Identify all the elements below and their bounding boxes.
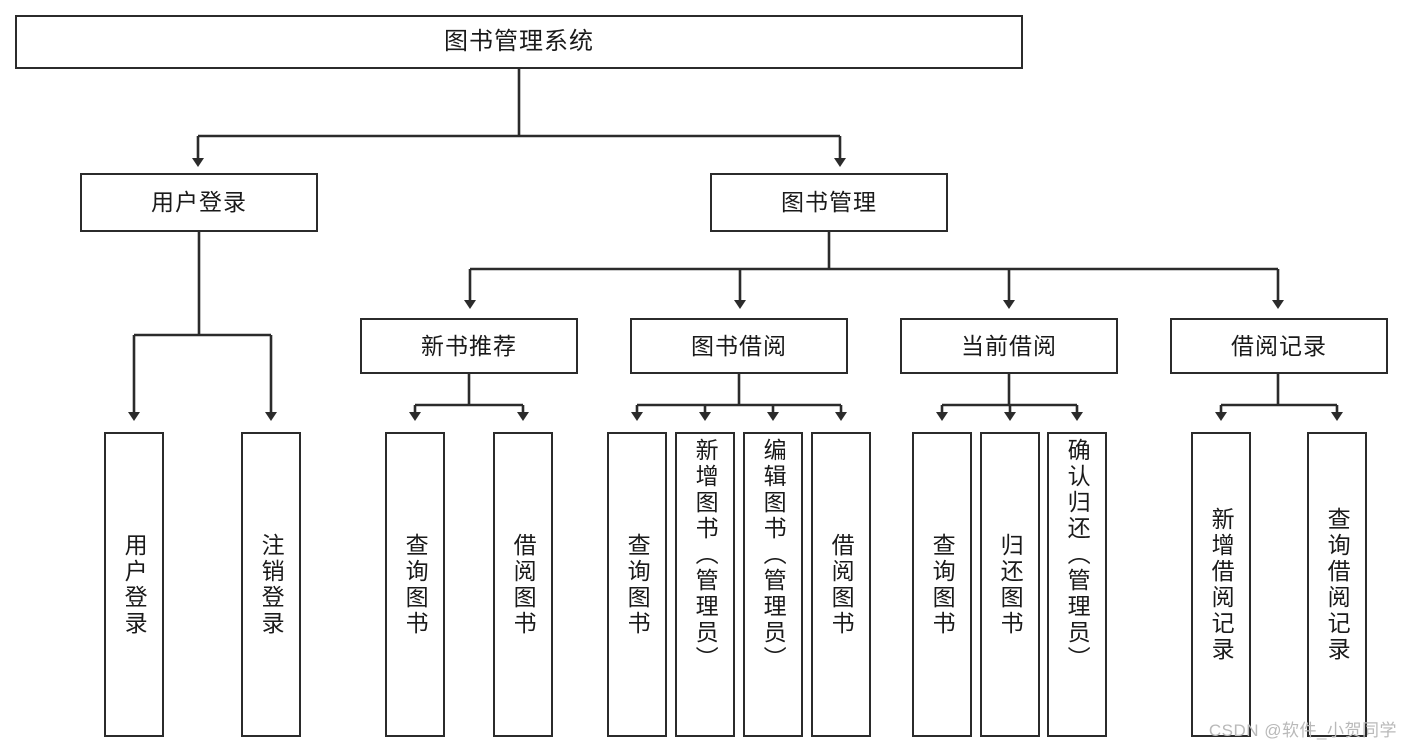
node-label: 借阅图书 (510, 532, 537, 637)
node-label: 图书管理系统 (444, 28, 594, 56)
node-borrow-record[interactable]: 借阅记录 (1170, 318, 1388, 374)
node-new-book-recommend[interactable]: 新书推荐 (360, 318, 578, 374)
node-book-management[interactable]: 图书管理 (710, 173, 948, 232)
node-label: 当前借阅 (961, 332, 1057, 359)
leaf-currentborrow-confirm-return-admin[interactable]: 确认归还（管理员） (1047, 432, 1107, 737)
node-label: 用户登录 (151, 189, 247, 216)
node-root-system[interactable]: 图书管理系统 (15, 15, 1023, 69)
node-user-login[interactable]: 用户登录 (80, 173, 318, 232)
leaf-currentborrow-query-book[interactable]: 查询图书 (912, 432, 972, 737)
csdn-watermark: CSDN @软件_小贺同学 (1208, 721, 1397, 740)
leaf-newbook-query-book[interactable]: 查询图书 (385, 432, 445, 737)
node-label: 归还图书 (997, 532, 1024, 637)
leaf-bookborrow-query-book[interactable]: 查询图书 (607, 432, 667, 737)
leaf-user-login-logout[interactable]: 注销登录 (241, 432, 301, 737)
leaf-bookborrow-edit-book-admin[interactable]: 编辑图书（管理员） (743, 432, 803, 737)
leaf-currentborrow-return-book[interactable]: 归还图书 (980, 432, 1040, 737)
node-label: 新书推荐 (421, 332, 517, 359)
node-label: 图书借阅 (691, 332, 787, 359)
leaf-borrowrecord-query-record[interactable]: 查询借阅记录 (1307, 432, 1367, 737)
node-label: 查询图书 (624, 532, 651, 637)
leaf-bookborrow-add-book-admin[interactable]: 新增图书（管理员） (675, 432, 735, 737)
node-label: 查询图书 (929, 532, 956, 637)
node-current-borrow[interactable]: 当前借阅 (900, 318, 1118, 374)
node-label: 注销登录 (258, 532, 285, 637)
leaf-borrowrecord-add-record[interactable]: 新增借阅记录 (1191, 432, 1251, 737)
node-label: 查询借阅记录 (1324, 506, 1351, 663)
node-label: 借阅图书 (828, 532, 855, 637)
node-label: 新增图书（管理员） (692, 438, 719, 672)
leaf-bookborrow-borrow-book[interactable]: 借阅图书 (811, 432, 871, 737)
node-label: 借阅记录 (1231, 332, 1327, 359)
node-label: 编辑图书（管理员） (760, 438, 787, 672)
node-label: 图书管理 (781, 189, 877, 216)
node-label: 查询图书 (402, 532, 429, 637)
node-label: 确认归还（管理员） (1064, 438, 1091, 672)
leaf-user-login-login[interactable]: 用户登录 (104, 432, 164, 737)
node-book-borrow[interactable]: 图书借阅 (630, 318, 848, 374)
node-label: 新增借阅记录 (1208, 506, 1235, 663)
node-label: 用户登录 (121, 532, 148, 637)
leaf-newbook-borrow-book[interactable]: 借阅图书 (493, 432, 553, 737)
